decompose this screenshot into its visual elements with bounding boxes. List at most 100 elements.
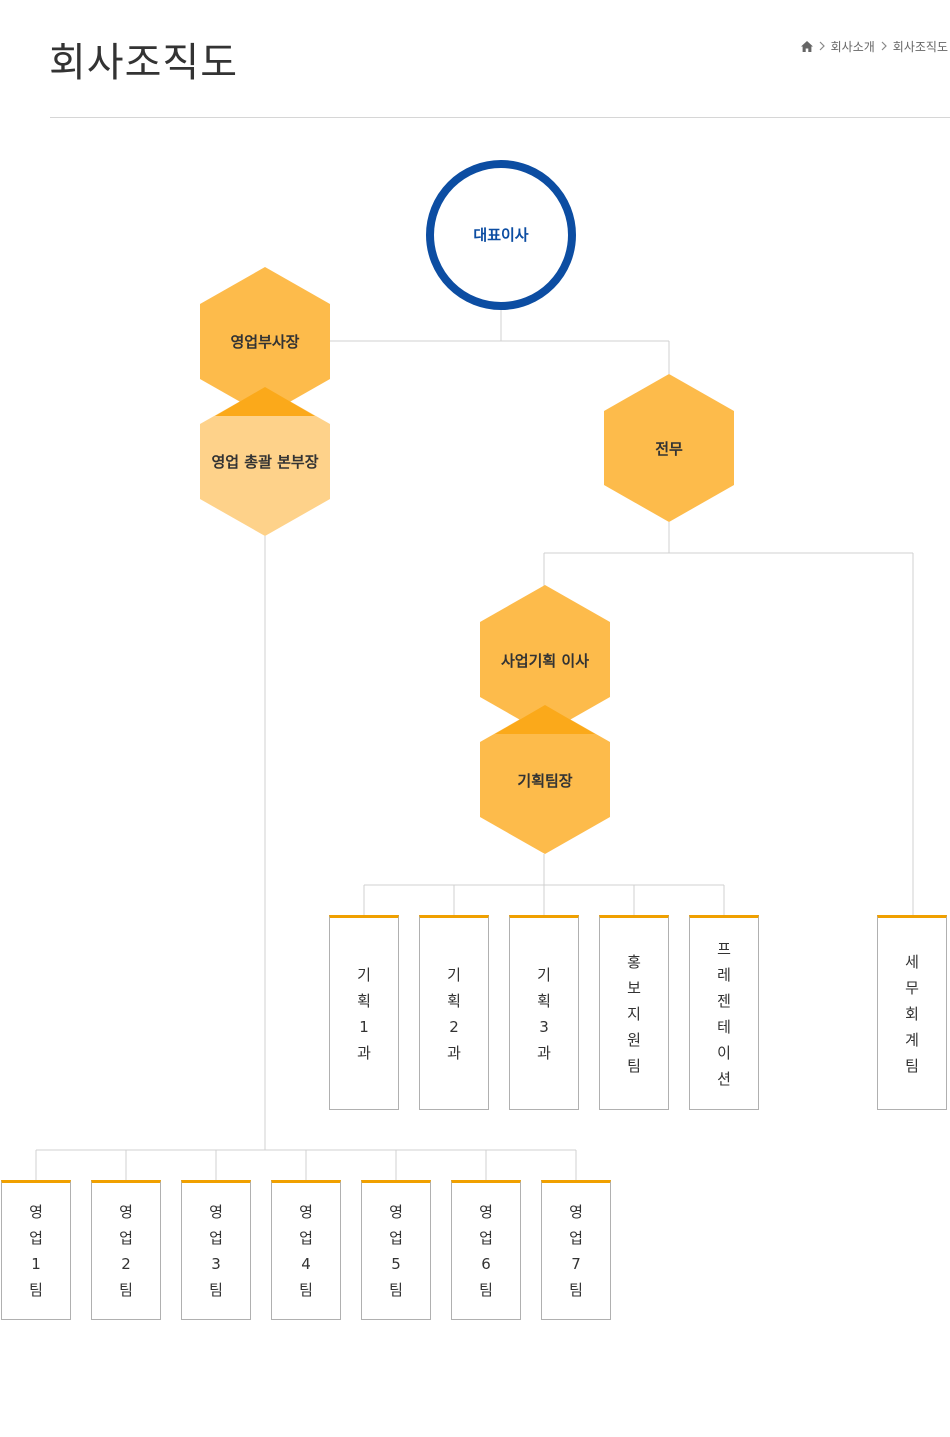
label-char: 테 [717,1017,731,1036]
label-char: 1 [359,1017,369,1036]
label-char: 무 [905,978,919,997]
sales-head-node[interactable]: 영업 총괄 본부장 [200,387,330,536]
breadcrumb-item-org-chart[interactable]: 회사조직도 [892,40,948,54]
label-char: 홍 [627,952,641,971]
page-title: 회사조직도 [49,40,238,86]
label-char: 6 [481,1255,491,1273]
label-char: 영 [389,1203,403,1221]
label-char: 계 [905,1030,919,1049]
label-char: 과 [537,1043,551,1062]
label-char: 프 [717,939,731,958]
label-char: 원 [627,1030,641,1049]
label-char: 업 [119,1229,133,1247]
label-char: 팀 [569,1281,583,1299]
label-char: 지 [627,1004,641,1023]
label-char: 팀 [627,1056,641,1075]
label-char: 팀 [905,1056,919,1075]
label-char: 기 [447,965,461,984]
label-char: 회 [905,1004,919,1023]
label-char: 획 [537,991,551,1010]
label-char: 5 [391,1255,401,1273]
sales-vp-label: 영업부사장 [230,333,299,351]
label-char: 팀 [299,1281,313,1299]
label-char: 획 [357,991,371,1010]
ceo-label: 대표이사 [473,226,528,244]
planning-director-label: 사업기획 이사 [501,652,589,670]
label-char: 기 [537,965,551,984]
label-char: 업 [29,1229,43,1247]
label-char: 7 [571,1255,581,1273]
label-char: 팀 [119,1281,133,1299]
planning-team-lead-node[interactable]: 기획팀장 [480,705,610,854]
executive-label: 전무 [655,440,683,458]
label-char: 2 [449,1017,459,1036]
label-char: 업 [479,1229,493,1247]
label-char: 업 [389,1229,403,1247]
label-char: 레 [717,965,731,984]
title-divider [50,117,950,118]
label-char: 업 [569,1229,583,1247]
chevron-right-icon [819,40,825,54]
chevron-right-icon [881,40,887,54]
label-char: 이 [717,1043,731,1062]
connector-lines [35,310,914,1182]
label-char: 4 [301,1255,311,1273]
label-char: 팀 [209,1281,223,1299]
label-char: 기 [357,965,371,984]
label-char: 과 [447,1043,461,1062]
label-char: 3 [211,1255,221,1273]
label-char: 세 [905,952,919,971]
label-char: 영 [29,1203,43,1221]
label-char: 션 [717,1069,731,1088]
label-char: 업 [209,1229,223,1247]
label-char: 3 [539,1017,549,1036]
label-char: 영 [479,1203,493,1221]
label-char: 과 [357,1043,371,1062]
planning-team-lead-label: 기획팀장 [517,772,572,790]
sales-vp-node[interactable]: 영업부사장 [200,267,330,416]
breadcrumb-item-company[interactable]: 회사소개 [830,40,875,54]
label-char: 1 [31,1255,41,1273]
breadcrumb: 회사소개 회사조직도 [800,38,948,55]
label-char: 팀 [29,1281,43,1299]
label-char: 영 [119,1203,133,1221]
label-char: 팀 [479,1281,493,1299]
home-icon[interactable] [800,41,813,52]
label-char: 업 [299,1229,313,1247]
executive-node[interactable]: 전무 [604,374,734,522]
planning-director-node[interactable]: 사업기획 이사 [480,585,610,734]
label-char: 영 [299,1203,313,1221]
label-char: 젠 [717,991,731,1010]
ceo-node[interactable]: 대표이사 [426,160,576,310]
label-char: 영 [569,1203,583,1221]
sales-head-label: 영업 총괄 본부장 [211,453,318,471]
label-char: 2 [121,1255,131,1273]
label-char: 보 [627,978,641,997]
